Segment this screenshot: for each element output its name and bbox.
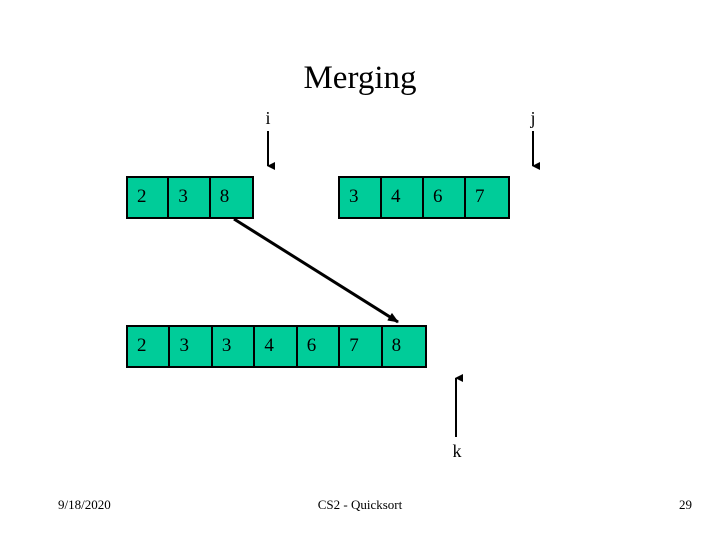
array-cell: 6 <box>297 327 341 366</box>
array-cell: 4 <box>255 327 298 366</box>
merged-array: 2 3 3 4 6 7 8 <box>126 325 427 368</box>
array-cell: 8 <box>382 327 426 366</box>
array-cell: 3 <box>169 178 211 217</box>
footer-page-number: 29 <box>679 497 692 512</box>
array-cell: 3 <box>170 327 213 366</box>
array-cell: 3 <box>340 178 383 217</box>
array-cell: 8 <box>210 178 252 217</box>
array-cell: 2 <box>128 178 170 217</box>
array-cell: 6 <box>424 178 467 217</box>
footer-center-text: CS2 - Quicksort <box>317 497 403 512</box>
array-cell: 3 <box>212 327 256 366</box>
array-cell: 7 <box>340 327 383 366</box>
pointer-label-k: k <box>452 441 462 461</box>
left-subarray: 2 3 8 <box>126 176 254 219</box>
array-cell: 4 <box>382 178 425 217</box>
right-subarray: 3 4 6 7 <box>338 176 510 219</box>
array-cell: 2 <box>128 327 171 366</box>
footer-date: 9/18/2020 <box>58 497 111 512</box>
page-title: Merging <box>303 60 417 96</box>
merge-arrow <box>233 217 399 324</box>
array-cell: 7 <box>466 178 508 217</box>
pointer-label-j: j <box>530 108 536 128</box>
pointer-label-i: i <box>265 108 271 128</box>
